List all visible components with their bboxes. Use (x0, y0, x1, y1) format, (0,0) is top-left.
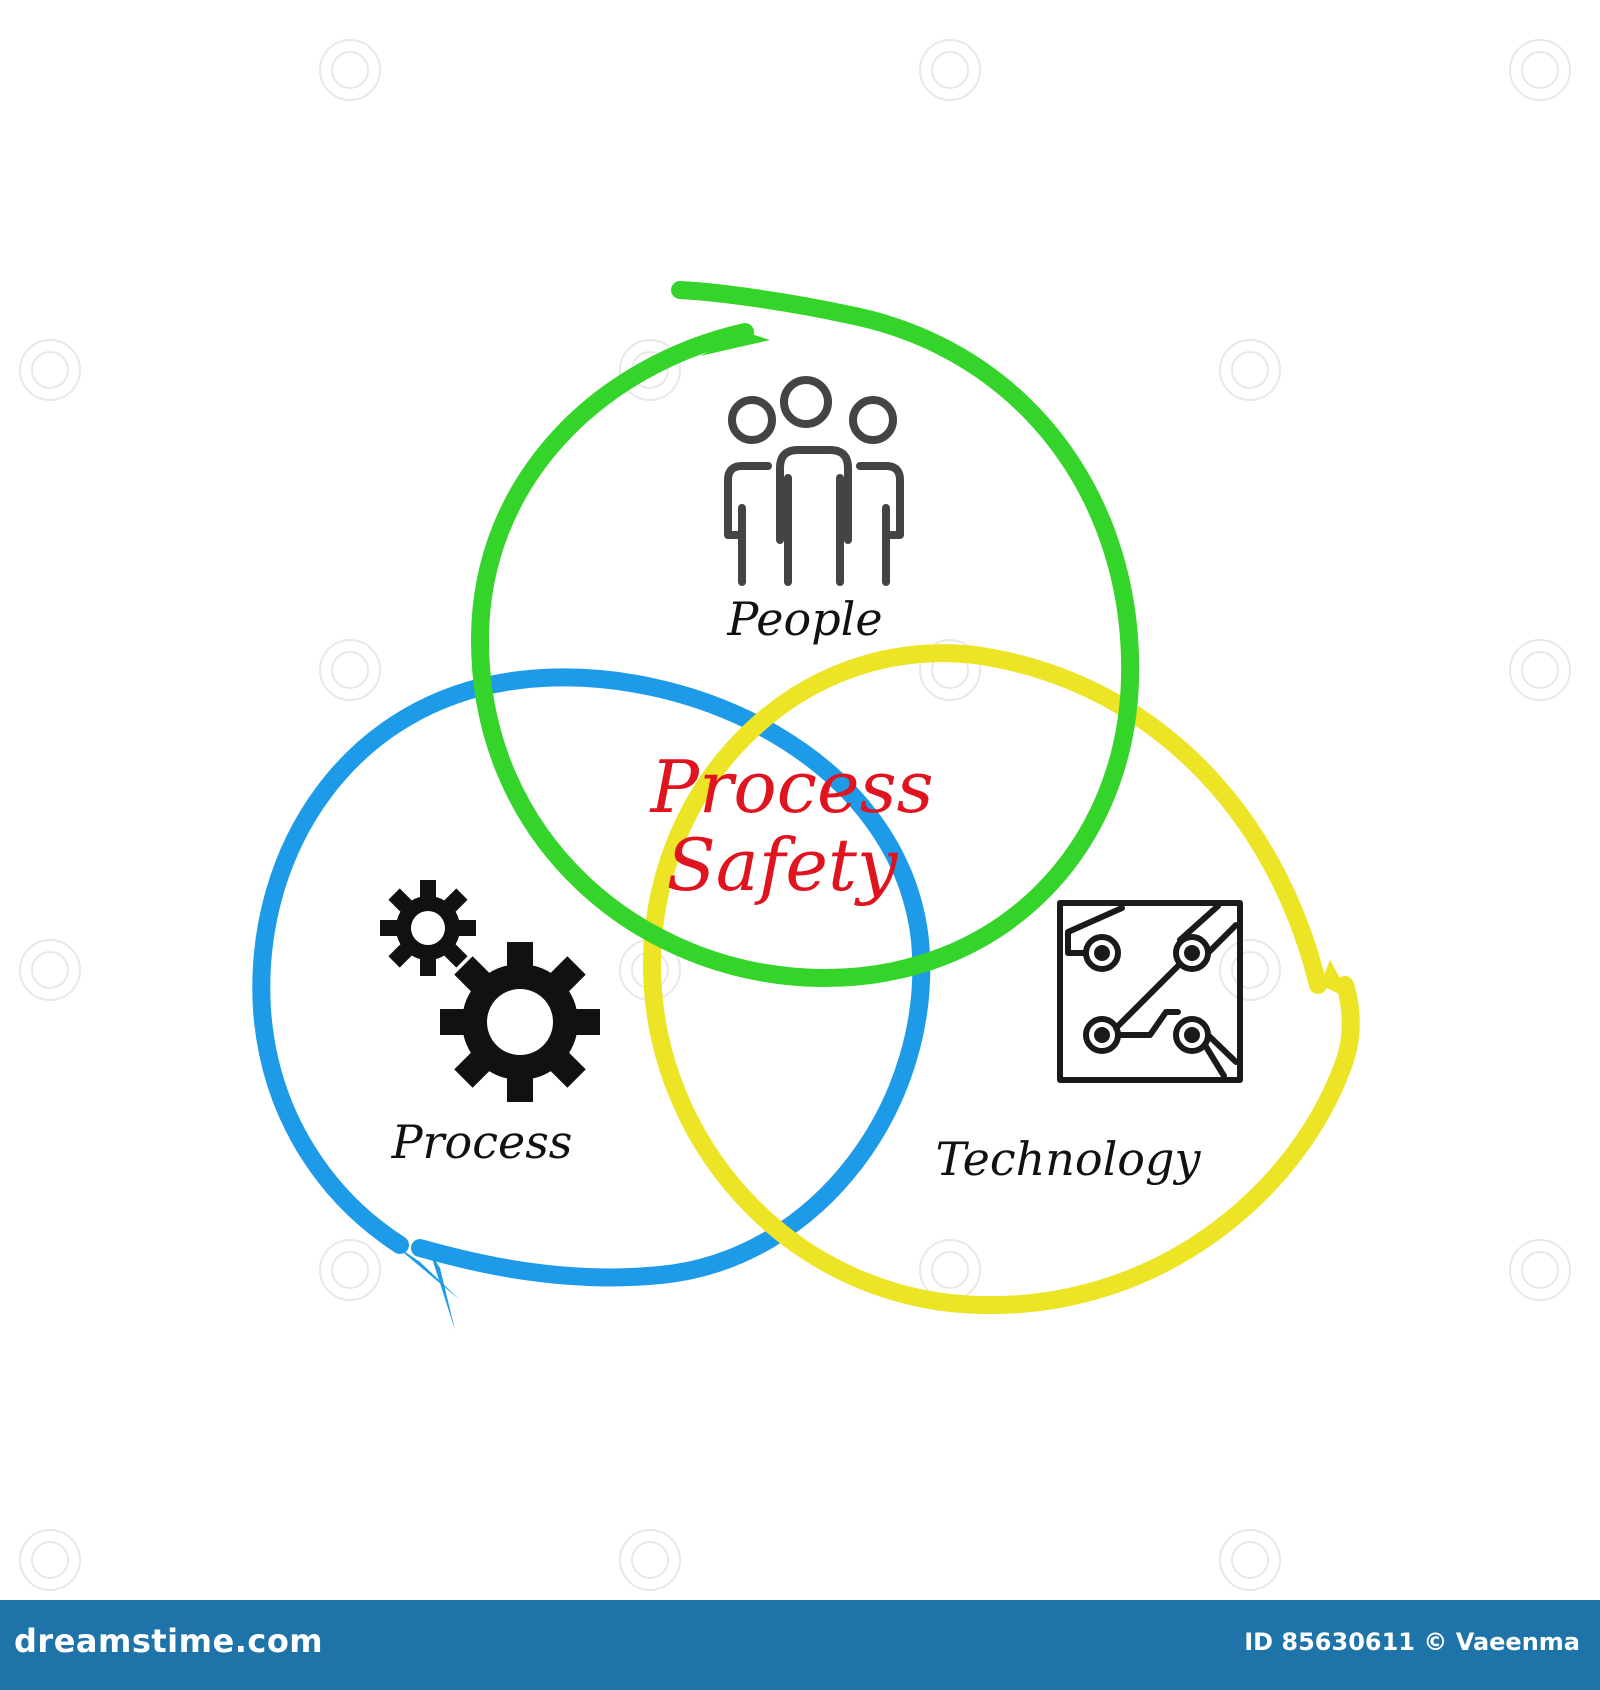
center-title-line2: Safety (666, 823, 898, 907)
circuit-board-icon (1057, 900, 1243, 1083)
process-label: Process (391, 1115, 573, 1169)
people-circle (470, 281, 1140, 988)
technology-label: Technology (936, 1132, 1202, 1186)
gears-icon (380, 880, 600, 1102)
watermark-pattern (19, 39, 1571, 1591)
venn-diagram: People Process Technology Process Safety (19, 39, 1571, 1591)
technology-circle (642, 644, 1360, 1315)
image-credit: ID 85630611 © Vaeenma (1244, 1628, 1580, 1656)
center-title-line1: Process (648, 745, 933, 829)
people-label: People (726, 592, 882, 646)
footer-bar: dreamstime.com ID 85630611 © Vaeenma (0, 1600, 1600, 1690)
people-icon (724, 376, 904, 586)
site-logo[interactable]: dreamstime.com (14, 1622, 324, 1660)
